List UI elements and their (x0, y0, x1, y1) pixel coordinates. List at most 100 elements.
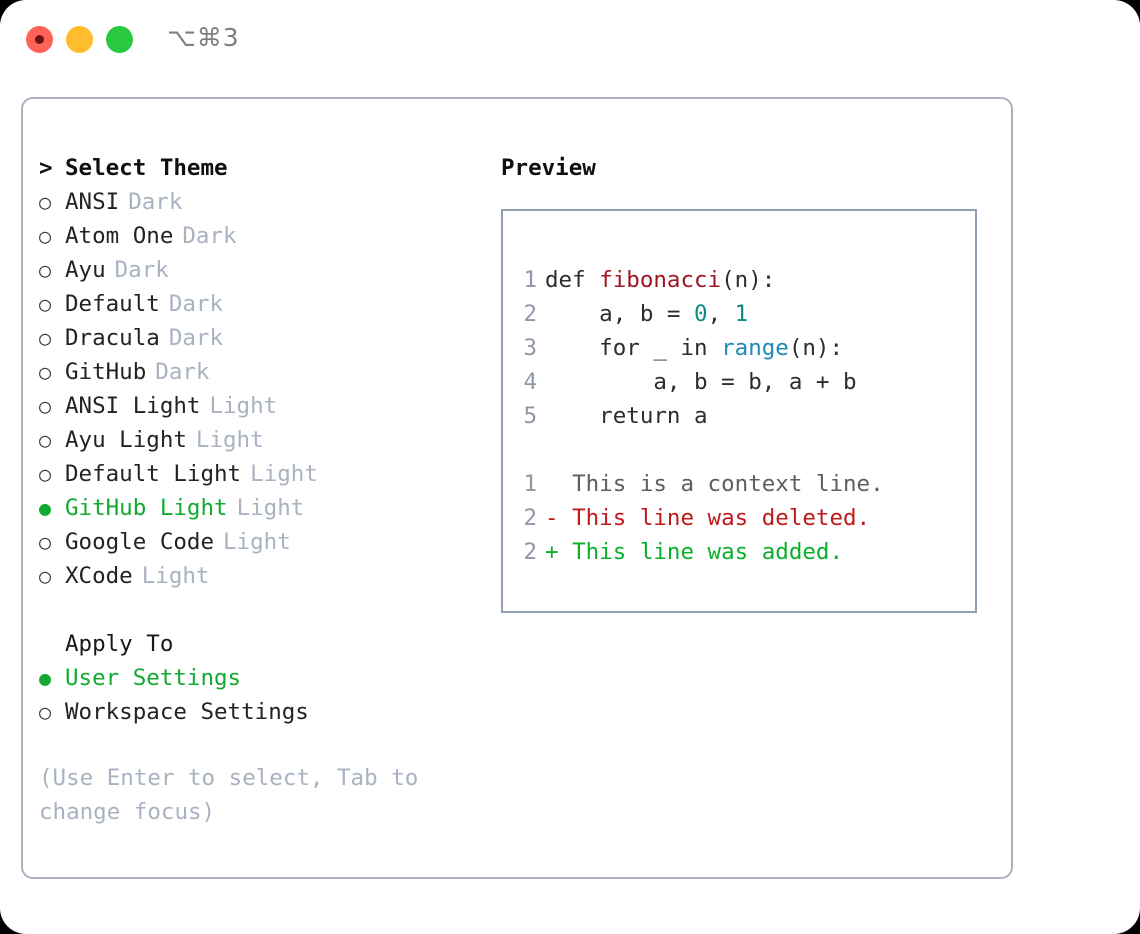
apply-to-option[interactable]: ● User Settings (39, 661, 489, 695)
line-number: 4 (523, 369, 537, 395)
radio-unselected-icon: ○ (39, 224, 52, 248)
theme-name: Atom One (65, 223, 174, 249)
diff-sample: 1 This is a context line.2- This line wa… (503, 467, 975, 569)
theme-list-item[interactable]: ○ Atom One Dark (39, 219, 489, 253)
code-line: 5 return a (503, 399, 975, 433)
diff-line: 2- This line was deleted. (503, 501, 975, 535)
diff-text: This line was added. (558, 539, 844, 565)
preview-title: Preview (501, 155, 596, 181)
code-token-call: range (721, 335, 789, 361)
radio-unselected-icon: ○ (39, 360, 52, 384)
radio-unselected-icon: ○ (39, 428, 52, 452)
minimize-button[interactable] (66, 26, 93, 53)
code-text: a, b = b, a + b (545, 369, 857, 395)
code-line: 4 a, b = b, a + b (503, 365, 975, 399)
theme-name: Ayu (65, 257, 106, 283)
theme-variant-tag: Light (236, 495, 305, 521)
theme-list-item[interactable]: ○ XCode Light (39, 559, 489, 593)
radio-unselected-icon: ○ (39, 462, 52, 486)
theme-variant-tag: Dark (114, 257, 169, 283)
code-line: 3 for _ in range(n): (503, 331, 975, 365)
code-text: a, b = (545, 301, 695, 327)
keyboard-shortcut-label: ⌥⌘3 (167, 23, 240, 52)
theme-name: GitHub Light (65, 495, 228, 521)
code-line: 1 def fibonacci(n): (503, 263, 975, 297)
theme-list-item[interactable]: ○ GitHub Dark (39, 355, 489, 389)
code-token-fn: fibonacci (599, 267, 722, 293)
code-text: for _ in (545, 335, 722, 361)
theme-variant-tag: Light (250, 461, 318, 487)
theme-name: GitHub (65, 359, 147, 385)
radio-unselected-icon: ○ (39, 530, 52, 554)
page-title: Select Theme (65, 155, 228, 181)
theme-name: Default (65, 291, 160, 317)
radio-unselected-icon: ○ (39, 258, 52, 282)
maximize-button[interactable] (106, 26, 133, 53)
theme-list-item[interactable]: ● GitHub Light Light (39, 491, 489, 525)
radio-unselected-icon: ○ (39, 700, 52, 724)
theme-variant-tag: Light (223, 529, 291, 555)
theme-variant-tag: Light (209, 393, 278, 419)
theme-variant-tag: Light (195, 427, 264, 453)
apply-to-options: ● User Settings ○ Workspace Settings (39, 661, 489, 729)
radio-unselected-icon: ○ (39, 190, 52, 214)
code-token-num: 0 (694, 301, 708, 327)
diff-line: 1 This is a context line. (503, 467, 975, 501)
code-text: return a (545, 403, 708, 429)
caret-icon: > (39, 155, 53, 181)
apply-to-title: Apply To (65, 631, 174, 657)
apply-to-label: Apply To (39, 627, 489, 661)
radio-selected-icon: ● (39, 666, 52, 690)
code-text-tail: (n): (788, 335, 844, 361)
theme-variant-tag: Dark (128, 189, 183, 215)
diff-text: This is a context line. (558, 471, 884, 497)
record-indicator-icon (35, 35, 44, 44)
line-number: 2 (523, 301, 537, 327)
line-number: 2 (523, 505, 537, 531)
diff-line: 2+ This line was added. (503, 535, 975, 569)
diff-marker: - (545, 505, 559, 531)
theme-variant-tag: Dark (155, 359, 210, 385)
code-text-tail: (n): (721, 267, 776, 293)
radio-selected-icon: ● (39, 496, 52, 520)
code-diff-separator (503, 433, 975, 467)
apply-to-option-label: User Settings (65, 665, 242, 691)
code-line: 2 a, b = 0, 1 (503, 297, 975, 331)
line-number: 2 (523, 539, 537, 565)
radio-unselected-icon: ○ (39, 326, 52, 350)
theme-variant-tag: Dark (168, 291, 224, 317)
code-text: def (545, 267, 600, 293)
theme-list-item[interactable]: ○ ANSI Dark (39, 185, 489, 219)
theme-name: Dracula (65, 325, 160, 351)
radio-unselected-icon: ○ (39, 394, 52, 418)
theme-variant-tag: Dark (182, 223, 237, 249)
title-bar: ⌥⌘3 (0, 0, 1140, 78)
code-token-num: 1 (734, 301, 749, 327)
line-number: 1 (523, 267, 537, 293)
line-number: 3 (523, 335, 537, 361)
theme-name: Ayu Light (65, 427, 187, 453)
radio-unselected-icon: ○ (39, 564, 52, 588)
theme-variant-tag: Light (141, 563, 210, 589)
theme-name: ANSI (65, 189, 120, 215)
theme-picker-header: > Select Theme (39, 151, 489, 185)
theme-list-item[interactable]: ○ Ayu Light Light (39, 423, 489, 457)
code-text-tail: , (707, 301, 735, 327)
theme-list-item[interactable]: ○ Ayu Dark (39, 253, 489, 287)
apply-to-option[interactable]: ○ Workspace Settings (39, 695, 489, 729)
theme-name: XCode (65, 563, 133, 589)
keyboard-hint: (Use Enter to select, Tab to change focu… (39, 765, 419, 825)
apply-to-option-label: Workspace Settings (65, 699, 309, 725)
